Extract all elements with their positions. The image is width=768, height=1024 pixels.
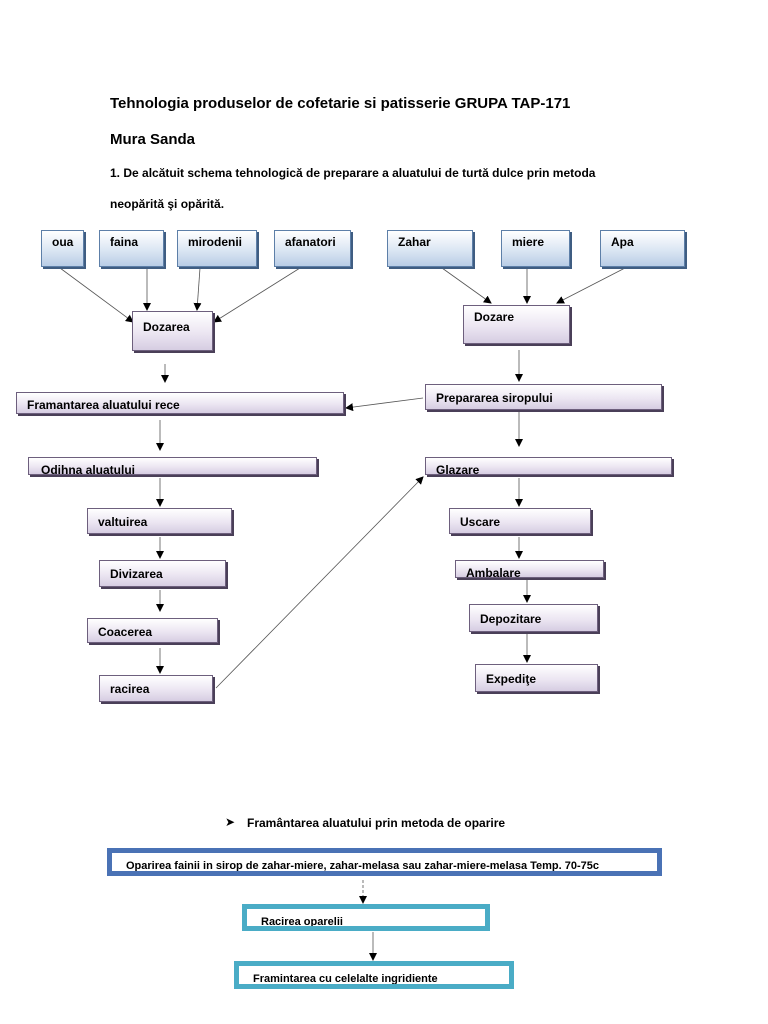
- author-name: Mura Sanda: [110, 131, 196, 148]
- arrow-bullet-icon: ➤: [225, 815, 236, 829]
- oparire-step1: Oparirea fainii in sirop de zahar-miere,…: [107, 848, 662, 876]
- ingredient-miere: miere: [501, 230, 570, 267]
- task-text-line1: 1. De alcătuit schema tehnologică de pre…: [110, 166, 596, 180]
- step-glazare: Glazare: [425, 457, 672, 475]
- step-divizarea: Divizarea: [99, 560, 226, 587]
- step-coacerea: Coacerea: [87, 618, 218, 643]
- ingredient-faina: faina: [99, 230, 164, 267]
- step-depozitare: Depozitare: [469, 604, 598, 632]
- step-racirea: racirea: [99, 675, 213, 702]
- step-prepararea-siropului: Prepararea siropului: [425, 384, 662, 410]
- step-dozare: Dozare: [463, 305, 570, 344]
- step-framantarea: Framantarea aluatului rece: [16, 392, 344, 414]
- oparire-step3: Framintarea cu celelalte ingridiente: [234, 961, 514, 989]
- task-text-line2: neopărită şi opărită.: [110, 197, 225, 211]
- step-ambalare: Ambalare: [455, 560, 604, 578]
- step-uscare: Uscare: [449, 508, 591, 534]
- step-valtuirea: valtuirea: [87, 508, 232, 534]
- step-expeditie: Expediţe: [475, 664, 598, 692]
- ingredient-apa: Apa: [600, 230, 685, 267]
- oparire-step2: Racirea oparelii: [242, 904, 490, 931]
- document-title: Tehnologia produselor de cofetarie si pa…: [110, 95, 571, 112]
- step-dozarea: Dozarea: [132, 311, 213, 351]
- oparire-heading: Framântarea aluatului prin metoda de opa…: [247, 816, 506, 830]
- ingredient-oua: oua: [41, 230, 84, 267]
- step-odihna: Odihna aluatului: [28, 457, 317, 475]
- ingredient-afanatori: afanatori: [274, 230, 351, 267]
- ingredient-mirodenii: mirodenii: [177, 230, 257, 267]
- ingredient-zahar: Zahar: [387, 230, 473, 267]
